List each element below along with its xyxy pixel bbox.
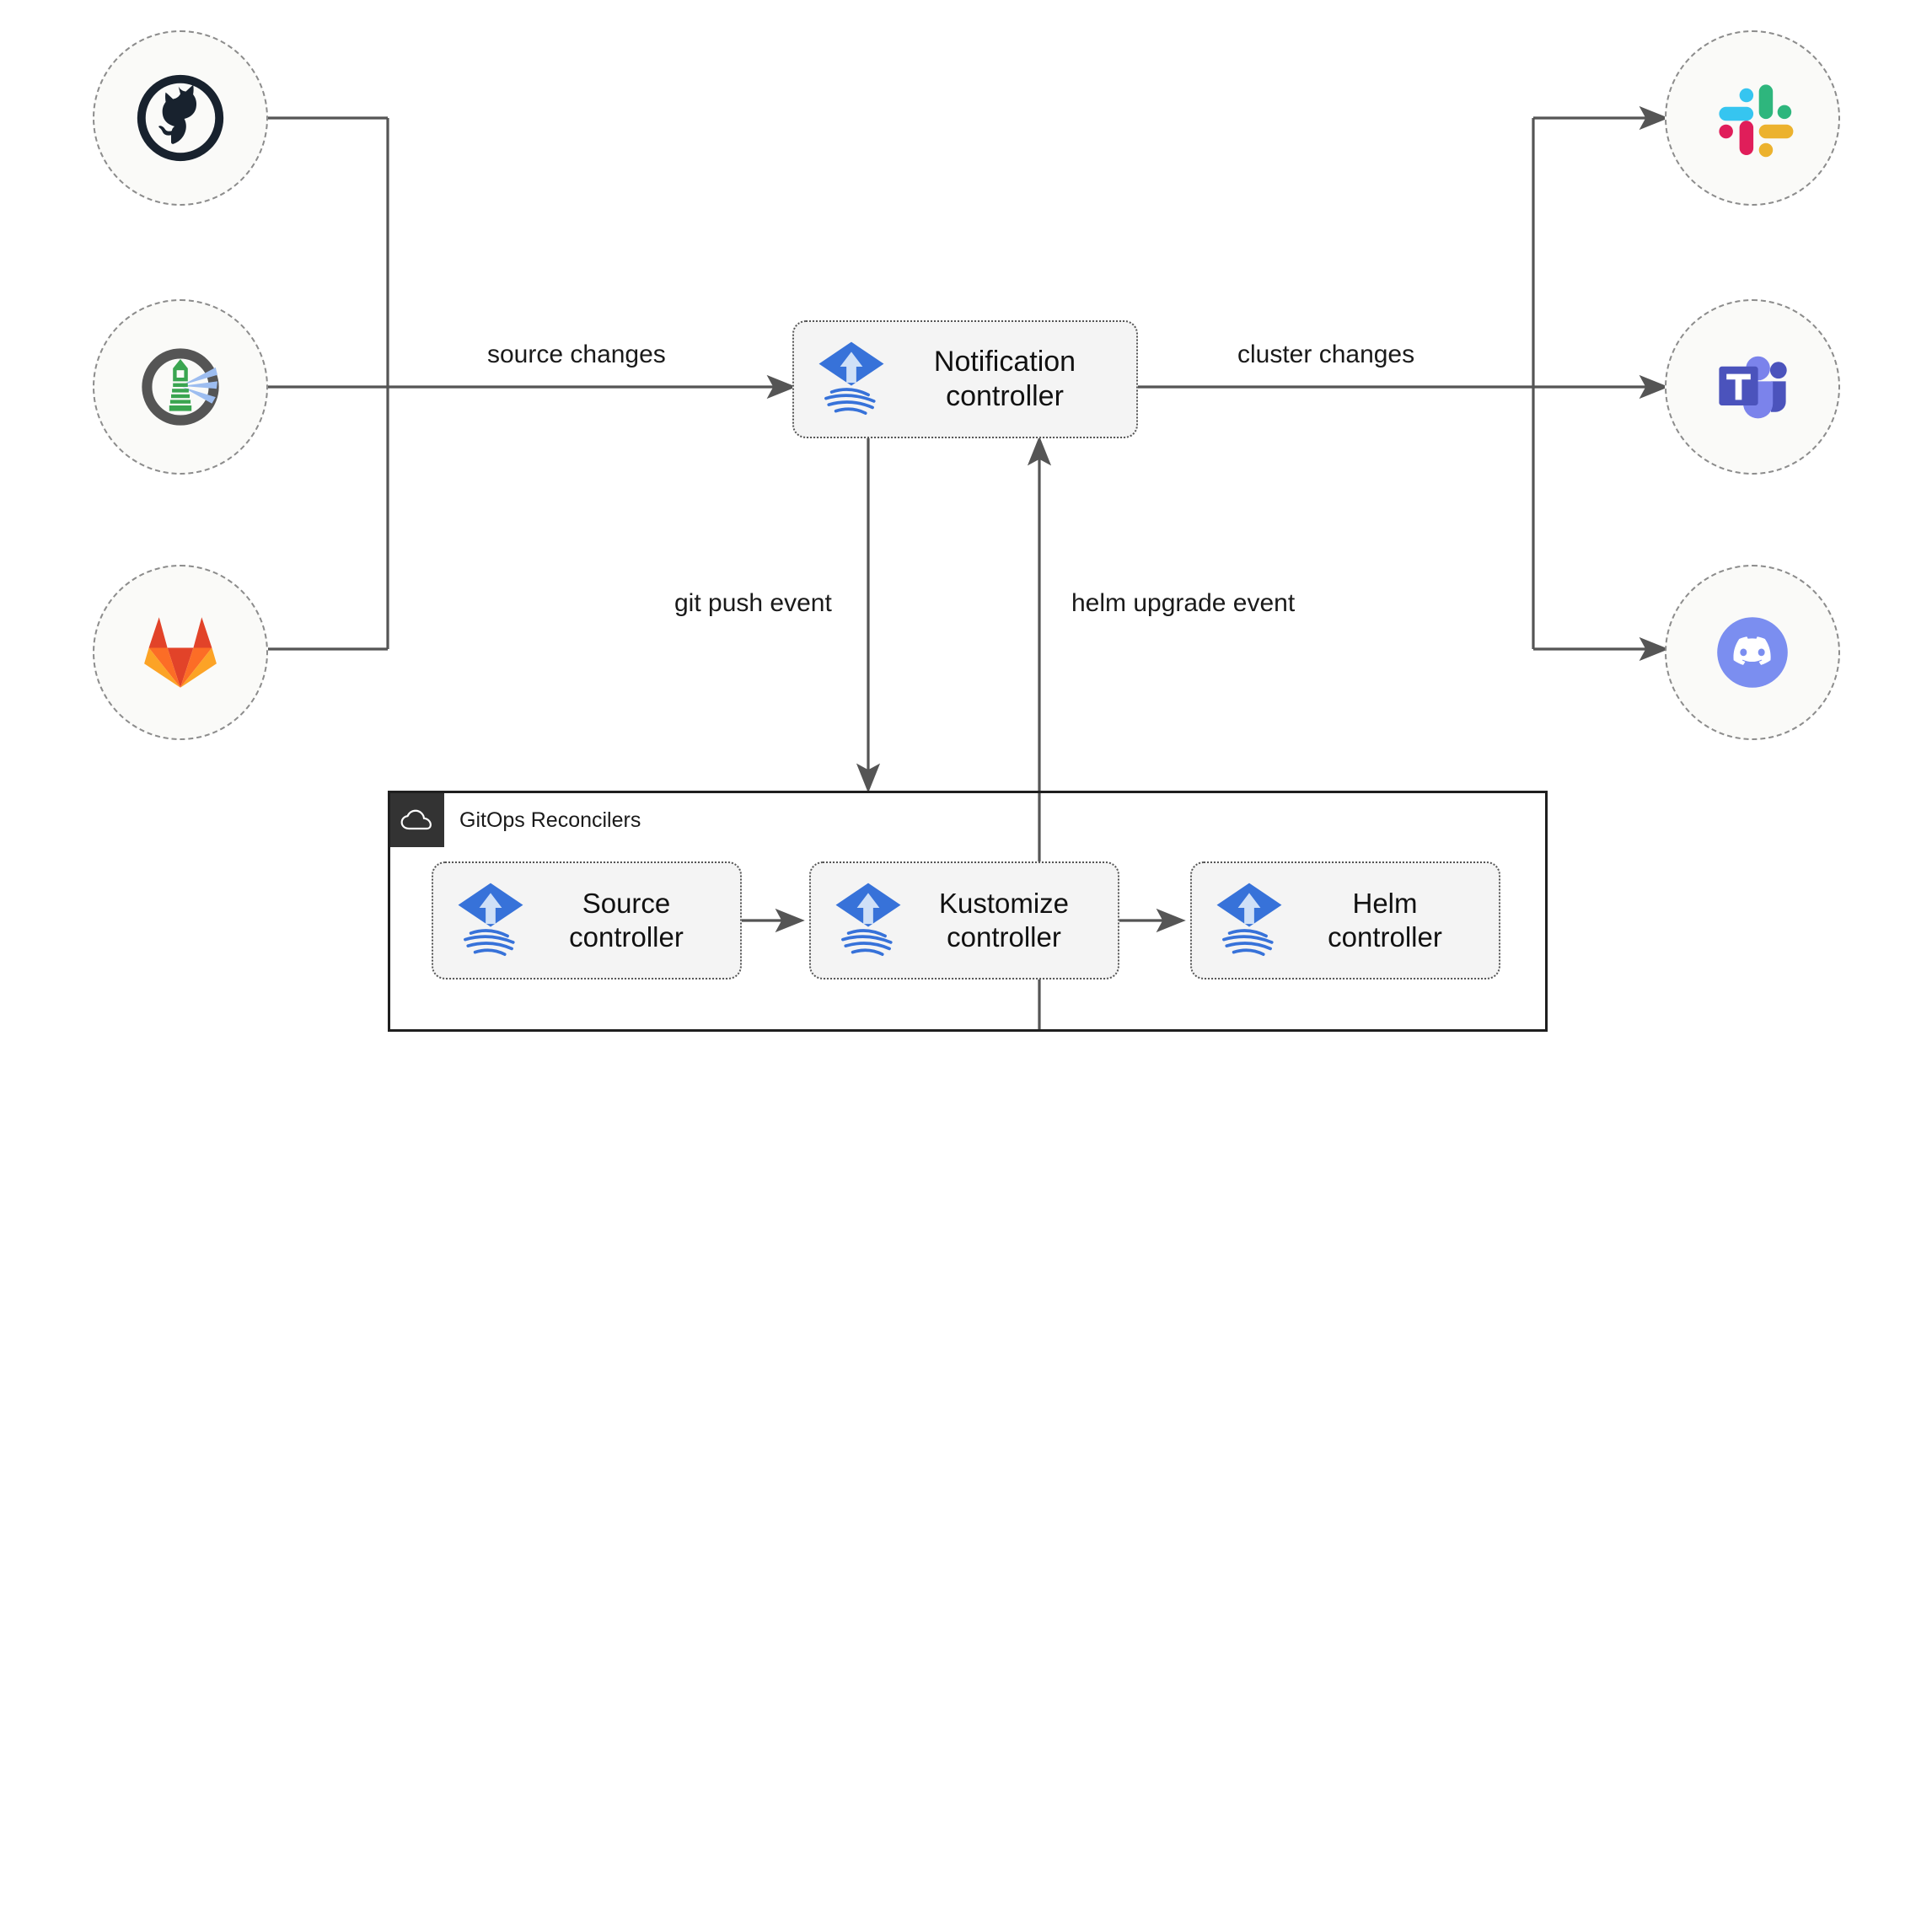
flux-logo-icon bbox=[818, 341, 884, 415]
edge-label-helm-upgrade-event: helm upgrade event bbox=[1071, 589, 1296, 617]
github-icon bbox=[137, 74, 224, 162]
gitlab-icon bbox=[144, 617, 217, 688]
microsoft-teams-icon bbox=[1719, 356, 1787, 419]
flux-logo-icon bbox=[458, 883, 523, 956]
source-endpoint-gitlab[interactable] bbox=[93, 565, 268, 740]
source-endpoint-bitbucket[interactable] bbox=[93, 299, 268, 475]
destination-endpoint-teams[interactable] bbox=[1665, 299, 1840, 475]
gitops-reconcilers-group: GitOps Reconcilers bbox=[388, 791, 1548, 1032]
source-controller-node[interactable]: Source controller bbox=[432, 861, 742, 979]
discord-icon bbox=[1717, 617, 1788, 688]
flux-logo-icon bbox=[1216, 883, 1282, 956]
source-controller-label: Source controller bbox=[569, 887, 684, 953]
flux-logo-icon bbox=[835, 883, 901, 956]
cloud-icon bbox=[400, 809, 432, 830]
slack-icon bbox=[1719, 84, 1794, 158]
destination-endpoint-slack[interactable] bbox=[1665, 30, 1840, 206]
gitops-group-header: GitOps Reconcilers bbox=[390, 793, 641, 847]
edge-label-git-push-event: git push event bbox=[674, 589, 832, 617]
notification-controller-node[interactable]: Notification controller bbox=[792, 320, 1138, 438]
helm-controller-node[interactable]: Helm controller bbox=[1190, 861, 1500, 979]
notification-controller-label: Notification controller bbox=[933, 345, 1076, 412]
lighthouse-icon bbox=[142, 348, 219, 426]
edge-label-cluster-changes: cluster changes bbox=[1237, 341, 1415, 368]
cloud-icon-badge bbox=[390, 793, 444, 847]
destination-endpoint-discord[interactable] bbox=[1665, 565, 1840, 740]
source-endpoint-github[interactable] bbox=[93, 30, 268, 206]
gitops-group-title: GitOps Reconcilers bbox=[459, 808, 641, 832]
edge-label-source-changes: source changes bbox=[487, 341, 666, 368]
kustomize-controller-node[interactable]: Kustomize controller bbox=[809, 861, 1119, 979]
helm-controller-label: Helm controller bbox=[1328, 887, 1442, 953]
kustomize-controller-label: Kustomize controller bbox=[938, 887, 1070, 953]
